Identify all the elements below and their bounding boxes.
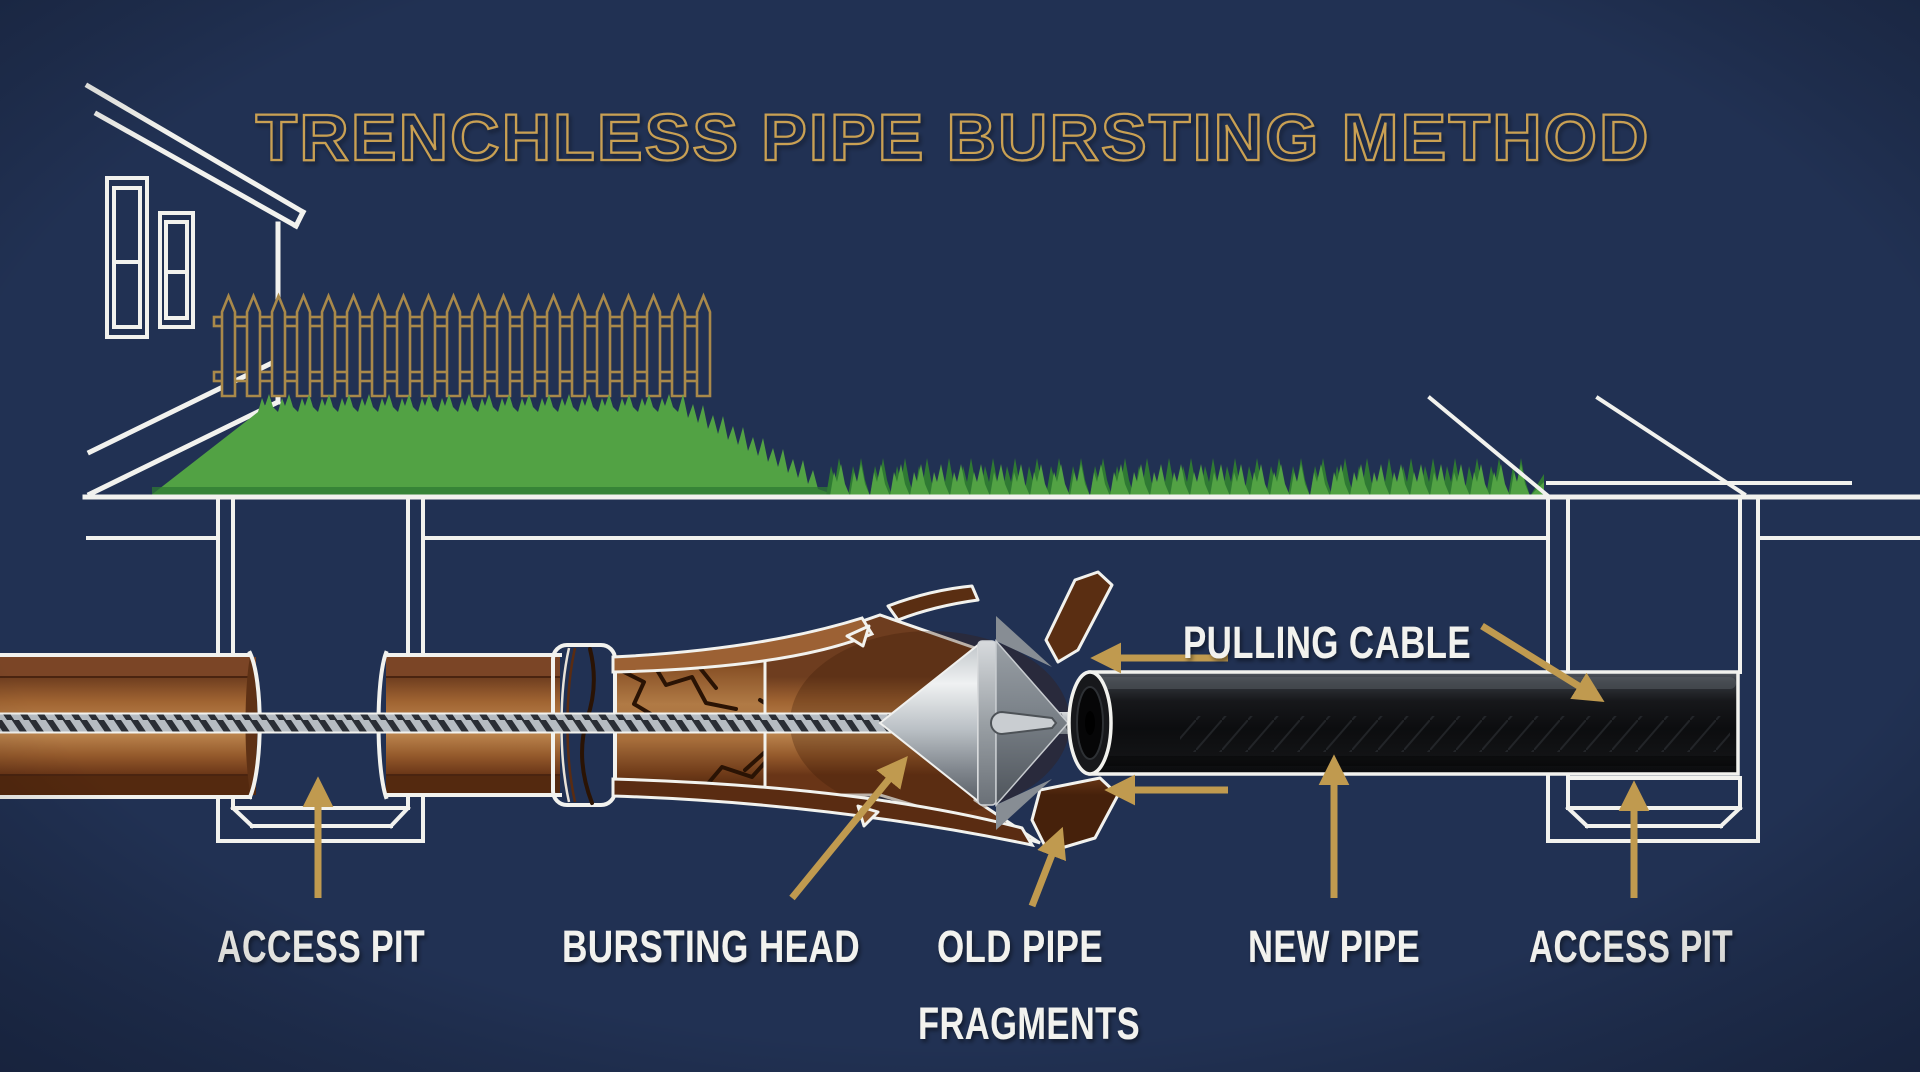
vignette-overlay: [0, 0, 1920, 1072]
diagram-canvas: TRENCHLESS PIPE BURSTING METHOD: [0, 0, 1920, 1072]
pipe-bursting-infographic: TRENCHLESS PIPE BURSTING METHOD: [0, 0, 1920, 1072]
